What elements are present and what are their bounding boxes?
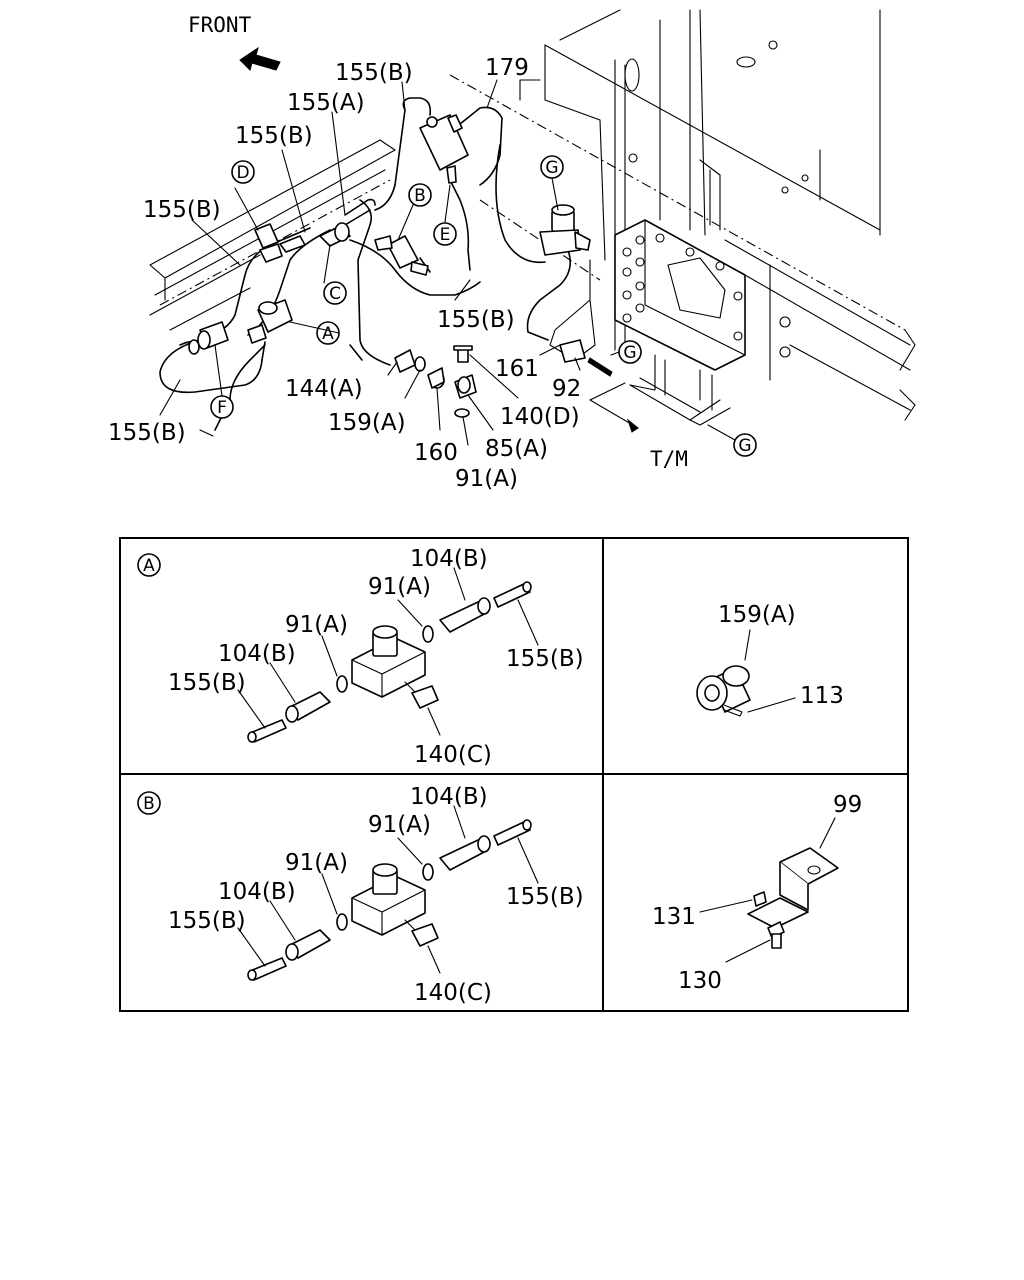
leader-lines	[159, 79, 581, 446]
detail-a-label-155b-right: 155(B)	[506, 646, 584, 672]
callout-c-text: C	[329, 284, 341, 304]
label-161: 161	[495, 356, 539, 382]
callout-e-text: E	[440, 225, 451, 245]
detail-b-label-155b-left: 155(B)	[168, 908, 246, 934]
detail-a-label-140c: 140(C)	[414, 742, 492, 768]
detail-159a-label: 159(A)	[718, 602, 796, 628]
label-160: 160	[414, 440, 458, 466]
label-85a: 85(A)	[485, 436, 548, 462]
callout-d-text: D	[236, 163, 249, 183]
callout-e: E	[433, 222, 457, 246]
callout-f-text: F	[217, 398, 227, 418]
detail-159a: 159(A) 113	[696, 602, 844, 717]
front-label: FRONT	[188, 13, 252, 37]
label-140d: 140(D)	[500, 404, 580, 430]
detail-a-key: A	[143, 556, 155, 576]
detail-b-key: B	[143, 794, 155, 814]
detail-99: 99 131 130	[652, 792, 862, 994]
callout-b: B	[408, 183, 432, 207]
detail-b-label-104b-top: 104(B)	[410, 784, 488, 810]
callout-g-mid: G	[618, 340, 642, 364]
label-91a: 91(A)	[455, 466, 518, 492]
detail-b-label-155b-right: 155(B)	[506, 884, 584, 910]
detail-130-label: 130	[678, 968, 722, 994]
callout-f: F	[210, 395, 234, 419]
detail-a-label-104b-top: 104(B)	[410, 546, 488, 572]
label-155b-bottom: 155(B)	[108, 420, 186, 446]
callout-g-bottom-text: G	[738, 436, 751, 456]
label-179: 179	[485, 55, 529, 81]
detail-a-label-104b-left: 104(B)	[218, 641, 296, 667]
detail-131-label: 131	[652, 904, 696, 930]
detail-a-label-91a-top: 91(A)	[368, 574, 431, 600]
label-155b-mid: 155(B)	[437, 307, 515, 333]
callout-d: D	[231, 160, 255, 184]
detail-a-label-155b-left: 155(B)	[168, 670, 246, 696]
detail-99-label: 99	[833, 792, 862, 818]
detail-b: B 104(B) 91(A) 155(B) 91(A) 104(B) 155(B…	[137, 784, 584, 1006]
detail-b-label-91a-left: 91(A)	[285, 850, 348, 876]
detail-a: A 104(B) 91(A) 155(B) 91(A) 10	[137, 546, 584, 768]
label-155b-second: 155(B)	[235, 123, 313, 149]
label-92: 92	[552, 376, 581, 402]
detail-b-label-140c: 140(C)	[414, 980, 492, 1006]
detail-a-label-91a-left: 91(A)	[285, 612, 348, 638]
label-144a: 144(A)	[285, 376, 363, 402]
label-155b-left: 155(B)	[143, 197, 221, 223]
callout-a: A	[316, 321, 340, 345]
callout-g-mid-text: G	[623, 343, 636, 363]
callout-g-bottom: G	[733, 433, 757, 457]
detail-grid	[119, 537, 909, 1012]
chassis-frame	[149, 9, 916, 426]
label-155b-top: 155(B)	[335, 60, 413, 86]
callout-b-text: B	[414, 186, 426, 206]
callout-g-top: G	[540, 155, 564, 179]
callout-a-text: A	[322, 324, 334, 344]
label-159a: 159(A)	[328, 410, 406, 436]
detail-b-label-91a-top: 91(A)	[368, 812, 431, 838]
detail-b-label-104b-left: 104(B)	[218, 879, 296, 905]
transmission-label: T/M	[650, 447, 688, 471]
detail-113-label: 113	[800, 683, 844, 709]
label-155a: 155(A)	[287, 90, 365, 116]
callout-c: C	[323, 281, 347, 305]
callout-g-top-text: G	[545, 158, 558, 178]
